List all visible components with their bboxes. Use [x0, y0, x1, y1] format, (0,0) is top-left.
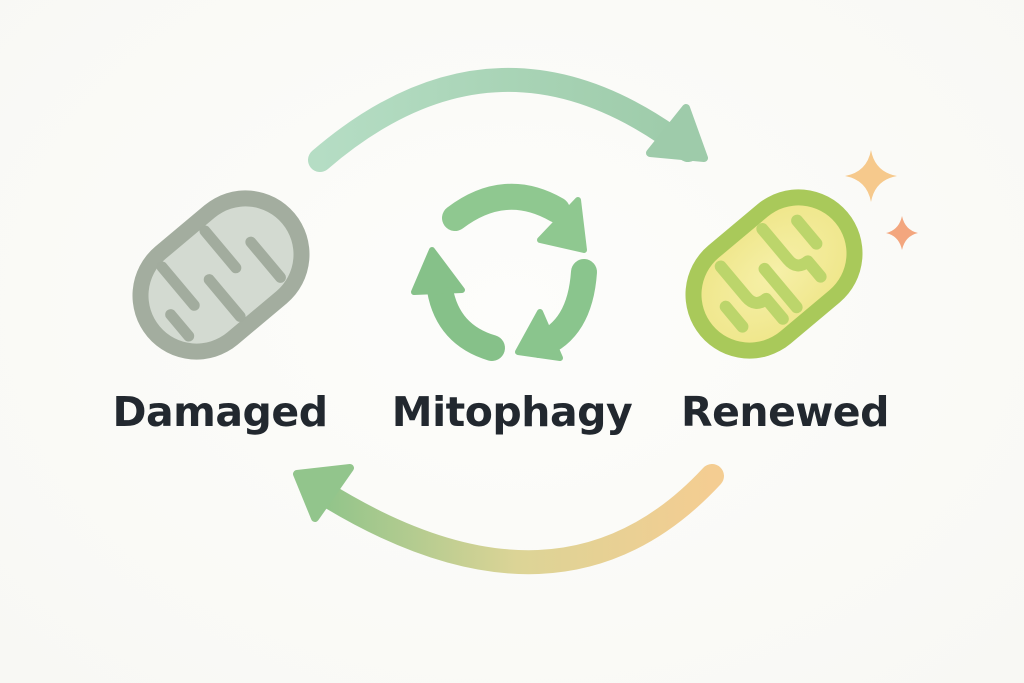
bottom-cycle-arrow	[293, 464, 724, 575]
recycle-icon	[411, 183, 597, 361]
renewed-label: Renewed	[681, 388, 889, 436]
top-cycle-arrow	[308, 67, 708, 172]
damaged-mitochondrion-icon	[132, 190, 310, 360]
renewed-mitochondrion-icon	[685, 189, 863, 359]
mitophagy-label: Mitophagy	[391, 388, 633, 436]
sparkle-icon	[845, 150, 918, 250]
damaged-label: Damaged	[112, 388, 328, 436]
